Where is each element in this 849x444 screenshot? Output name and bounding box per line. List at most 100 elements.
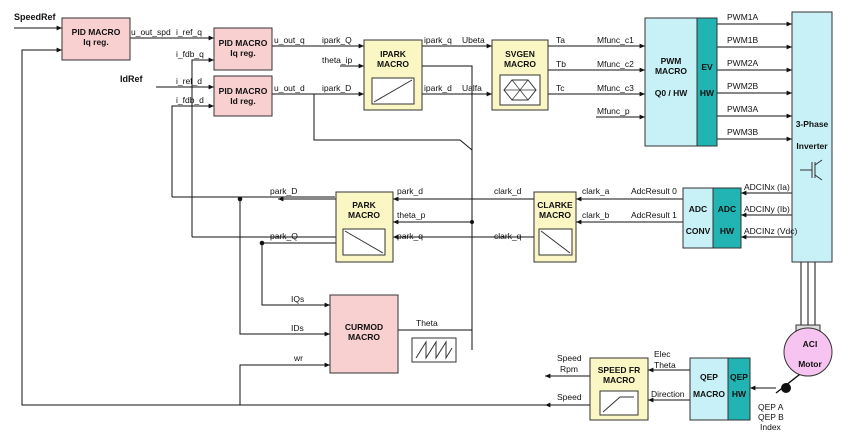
qep-block: QEP MACRO [689, 357, 729, 421]
pwm-title2: MACRO [655, 66, 687, 76]
park-q-in-label: park_q [397, 231, 423, 241]
pid-iq-title2: Iq reg. [230, 48, 256, 58]
pid-id-block: PID MACRO Id reg. [213, 75, 273, 117]
aci-motor: ACI Motor [781, 324, 833, 393]
qep-hw-block: QEP HW [727, 357, 751, 421]
tb-label: Tb [556, 59, 566, 69]
u-out-spd-label: u_out_spd [131, 27, 171, 37]
wr-label: wr [293, 353, 303, 363]
ipark-title1: IPARK [380, 49, 407, 59]
u-out-d-label: u_out_d [274, 83, 305, 93]
pid-speed-block: PID MACRO Iq reg. [61, 17, 131, 61]
pid-iq-block: PID MACRO Iq reg. [213, 27, 273, 71]
motor-title2: Motor [798, 359, 822, 369]
pwm3a-label: PWM3A [727, 104, 759, 114]
speed-rpm-label-1: Speed [557, 353, 582, 363]
speed-label: Speed [557, 392, 582, 402]
adc-conv-title2: CONV [686, 226, 711, 236]
svgen-block: SVGEN MACRO [491, 39, 549, 111]
mfunc-c3-label: Mfunc_c3 [597, 83, 634, 93]
sawtooth-icon [411, 337, 457, 363]
tc-label: Tc [556, 83, 565, 93]
clark-q-label: clark_q [494, 231, 522, 241]
pid-id-title1: PID MACRO [219, 86, 268, 96]
pid-id-title2: Id reg. [230, 96, 256, 106]
pwm-block: PWM MACRO Q0 / HW [644, 17, 698, 147]
index-label: Index [760, 422, 782, 432]
clarke-title1: CLARKE [537, 200, 573, 210]
direction-label: Direction [651, 389, 685, 399]
clarke-block: CLARKE MACRO [533, 191, 577, 263]
park-block: PARK MACRO [335, 191, 394, 263]
ipark-d-out-label: ipark_d [424, 83, 452, 93]
park-title2: MACRO [348, 210, 380, 220]
ids-label: IDs [291, 323, 304, 333]
ev-hw-block: EV HW [696, 17, 718, 147]
signal-wires [14, 21, 819, 408]
adc-hw-title1: ADC [718, 204, 736, 214]
i-fdb-d-label: i_fdb_d [176, 95, 204, 105]
mfunc-c1-label: Mfunc_c1 [597, 35, 634, 45]
inverter-title1: 3-Phase [796, 119, 829, 129]
elec-theta-label-1: Elec [654, 349, 671, 359]
ramp-icon [599, 390, 639, 416]
mfunc-c2-label: Mfunc_c2 [597, 59, 634, 69]
ev-hw-title2: HW [700, 88, 715, 98]
adc-conv-block: ADC CONV [682, 187, 714, 249]
pwm2b-label: PWM2B [727, 81, 759, 91]
ipark-block: IPARK MACRO [363, 39, 423, 111]
signal-labels: SpeedRef IdRef u_out_spd i_ref_q i_fdb_q… [14, 12, 798, 432]
u-out-q-label: u_out_q [274, 35, 305, 45]
i-ref-q-label: i_ref_q [176, 27, 202, 37]
theta-p-label: theta_p [397, 210, 426, 220]
motor-title1: ACI [803, 339, 818, 349]
qep-a-label: QEP A [758, 402, 784, 412]
encoder-icon [781, 383, 791, 393]
park-q-out-label: park_Q [270, 231, 298, 241]
speed-fr-title1: SPEED FR [598, 365, 641, 375]
i-ref-d-label: i_ref_d [176, 76, 202, 86]
pwm3b-label: PWM3B [727, 127, 759, 137]
clark-d-label: clark_d [494, 186, 522, 196]
speed-fr-title2: MACRO [603, 375, 635, 385]
ipark-q-out-label: ipark_q [424, 35, 452, 45]
pwm-title1: PWM [661, 56, 682, 66]
theta-ip-label: theta_ip [322, 55, 353, 65]
pwm1b-label: PWM1B [727, 35, 759, 45]
clark-b-label: clark_b [582, 210, 610, 220]
curmod-title1: CURMOD [345, 322, 383, 332]
theta-label: Theta [416, 318, 438, 328]
mfunc-p-label: Mfunc_p [597, 106, 630, 116]
ev-hw-title1: EV [701, 62, 713, 72]
adc-result1-label: AdcResult 1 [631, 210, 677, 220]
inverter-block: 3-Phase Inverter [791, 11, 833, 263]
adc-hw-title2: HW [720, 226, 735, 236]
qep-hw-title1: QEP [730, 372, 748, 382]
elec-theta-label-2: Theta [654, 360, 676, 370]
curmod-title2: MACRO [348, 332, 380, 342]
transistor-icon [800, 159, 823, 181]
ta-label: Ta [556, 35, 565, 45]
svgen-title1: SVGEN [505, 49, 535, 59]
adcin-y-label: ADCINy (Ib) [744, 204, 790, 214]
speed-ref-label: SpeedRef [14, 12, 57, 22]
pid-speed-title2: Iq reg. [83, 37, 109, 47]
speed-fr-block: SPEED FR MACRO [589, 357, 649, 421]
adc-hw-block: ADC HW [712, 187, 742, 249]
qep-title2: MACRO [693, 389, 725, 399]
adcin-x-label: ADCINx (Ia) [744, 182, 790, 192]
clark-a-label: clark_a [582, 186, 610, 196]
pid-iq-title1: PID MACRO [219, 38, 268, 48]
qep-title1: QEP [700, 372, 718, 382]
park-d-in-label: park_d [397, 186, 423, 196]
i-fdb-q-label: i_fdb_q [176, 49, 204, 59]
ipark-d-in-label: ipark_D [322, 83, 351, 93]
ipark-title2: MACRO [377, 59, 409, 69]
pid-speed-title1: PID MACRO [72, 27, 121, 37]
curmod-block: CURMOD MACRO [329, 294, 399, 374]
pwm2a-label: PWM2A [727, 58, 759, 68]
ubeta-label: Ubeta [462, 35, 485, 45]
qep-hw-title2: HW [732, 389, 747, 399]
speed-rpm-label-2: Rpm [560, 364, 578, 374]
adcin-z-label: ADCINz (Vdc) [744, 226, 798, 236]
